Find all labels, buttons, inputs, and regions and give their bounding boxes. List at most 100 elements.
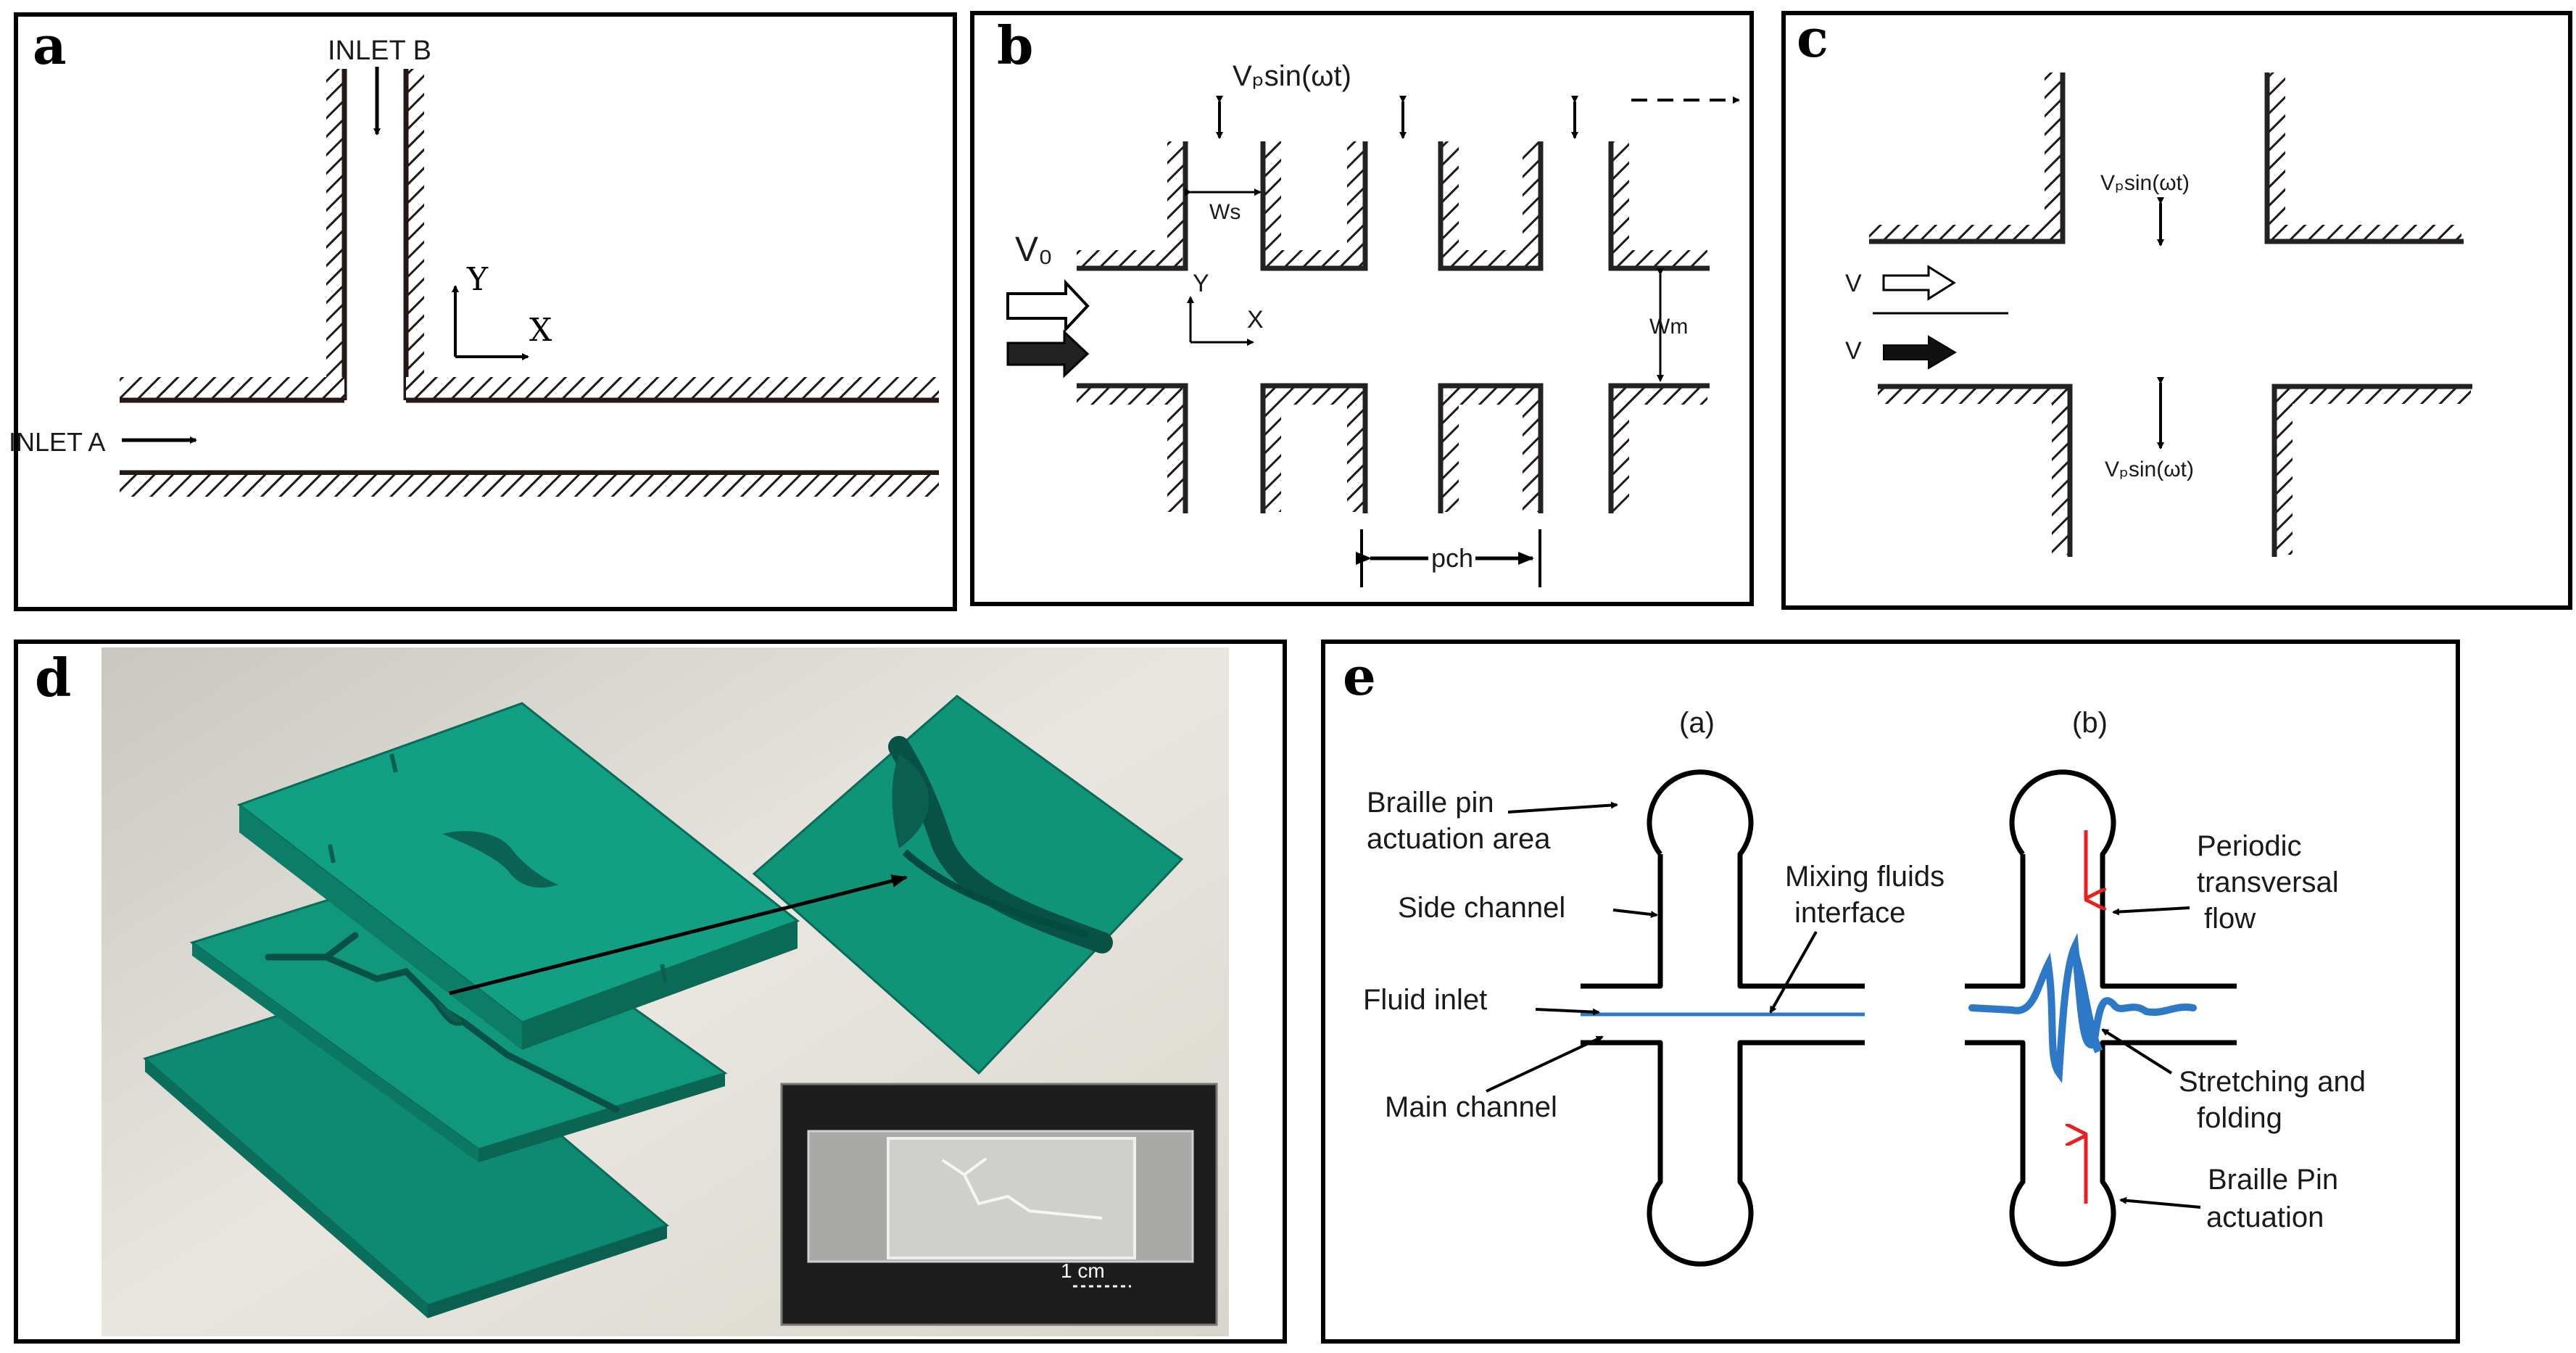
side-channel-label: Side channel (1398, 892, 1565, 924)
c-vsin-bottom-label: Vₚsin(ωt) (2105, 458, 2194, 481)
device-b-fold-extra (2069, 948, 2103, 1054)
panel-c-frame (1781, 11, 2572, 610)
stretch-label-2: folding (2197, 1102, 2282, 1134)
braille-pin-label-1: Braille Pin (2208, 1164, 2338, 1196)
c-bottom-left-wall (1878, 384, 2073, 557)
device-b-outline-bottom (1965, 1040, 2237, 1267)
c-top-left-wall (1869, 73, 2066, 244)
stretch-pointer (2101, 1028, 2173, 1075)
c-top-right-wall-hatch (2269, 73, 2285, 239)
x-axis-label: X (529, 312, 552, 349)
stretch-label-1: Stretching and (2179, 1066, 2366, 1098)
b-bottom-left-wall-hatch (1167, 403, 1185, 512)
c-bottom-left-floor-hatch (1878, 388, 2068, 404)
sub-b-label: (b) (2072, 707, 2108, 739)
side-channel-pointer (1612, 909, 1658, 919)
filled-flow-arrow (1006, 329, 1090, 378)
b-bottom-right-floor-hatch (1613, 387, 1707, 405)
middle-layer-plate (189, 865, 728, 1162)
mixing-label-1: Mixing fluids (1785, 861, 1945, 893)
sub-a-label: (a) (1679, 707, 1715, 739)
open-flow-arrow (1006, 278, 1090, 334)
c-bottom-right-wall (2271, 384, 2472, 557)
y-axis-label: Y (466, 261, 489, 298)
panel-b-letter: b (997, 15, 1033, 76)
b-bottom-right-wall (1608, 383, 1710, 513)
main-channel-label: Main channel (1385, 1091, 1557, 1123)
panel-b: b Vₚsin(ωt) (970, 11, 1754, 606)
panel-e-letter: e (1343, 645, 1376, 707)
c-v-bottom-label: V (1845, 337, 1862, 365)
panel-e-frame (1321, 640, 2460, 1344)
top-layer-plate (236, 702, 800, 1050)
braille-area-pointer (1507, 801, 1618, 814)
ws-label: Ws (1209, 200, 1241, 224)
c-bottom-right-wall-hatch (2277, 402, 2293, 555)
panel-b-frame (970, 11, 1754, 606)
b-top-side-channel-2 (1438, 141, 1544, 271)
b-bottom-right-wall-hatch (1613, 403, 1629, 512)
c-filled-flow-arrow (1883, 335, 1957, 370)
b-top-left-wall (1077, 141, 1188, 271)
periodic-pointer (2112, 906, 2190, 916)
c-top-left-floor-hatch (1869, 225, 2059, 241)
panel-c: c Vₚsin(ωt) Vₚsin(ωt) V V (1781, 7, 2572, 610)
pch-label: pch (1431, 543, 1473, 573)
panel-a-frame (14, 12, 957, 611)
inlet-a-label: INLET A (9, 427, 105, 457)
inlet-b-left-wall-hatch (326, 69, 342, 399)
c-top-right-floor-hatch (2269, 225, 2461, 241)
device-a-outline-bottom (1581, 1040, 1865, 1267)
mixing-label-2: interface (1794, 897, 1905, 929)
panel-c-letter: c (1797, 7, 1829, 69)
b-y-axis-label: Y (1193, 270, 1209, 297)
panel-e: e (a) (b) Braille pin actuation area Sid… (1321, 640, 2460, 1344)
fluid-inlet-pointer (1535, 1008, 1600, 1016)
device-a-outline-top (1581, 769, 1865, 989)
mixing-pointer (1769, 931, 1818, 1014)
b-x-axis-label: X (1247, 306, 1264, 334)
zoom-inset-plate (752, 695, 1184, 1075)
b-top-left-wall-hatch (1167, 141, 1185, 250)
main-top-right-wall-hatch (406, 377, 939, 399)
bottom-layer-plate (143, 981, 670, 1318)
b-top-right-wall (1608, 141, 1710, 271)
periodic-label-1: Periodic (2197, 830, 2302, 862)
c-bottom-right-floor-hatch (2277, 388, 2471, 404)
braille-pin-pointer (2119, 1196, 2201, 1209)
b-bottom-side-channel-1 (1260, 383, 1368, 513)
b-top-side-channel-1 (1260, 141, 1368, 271)
panel-d-letter: d (35, 647, 71, 708)
c-open-flow-arrow (1882, 265, 1956, 301)
scale-label: 1 cm (1061, 1259, 1105, 1282)
vertical-oscillation-arrows (1216, 96, 1578, 139)
c-top-left-wall-hatch (2045, 73, 2061, 239)
main-channel-pointer (1486, 1035, 1604, 1093)
b-top-left-floor-hatch (1077, 250, 1183, 268)
main-top-left-wall-hatch (120, 377, 344, 399)
v0-label: V₀ (1015, 231, 1053, 269)
inlet-b-right-wall-hatch (408, 69, 424, 399)
b-bottom-left-wall (1077, 383, 1188, 513)
c-top-right-wall (2264, 73, 2464, 244)
periodic-label-3: flow (2204, 903, 2256, 935)
c-v-top-label: V (1845, 270, 1862, 297)
inlet-b-label: INLET B (328, 36, 431, 66)
panel-a-letter: a (33, 15, 67, 76)
b-top-right-floor-hatch (1613, 250, 1707, 268)
main-bottom-wall-hatch (120, 475, 939, 497)
c-vsin-top-label: Vₚsin(ωt) (2100, 171, 2190, 195)
b-top-right-wall-hatch (1613, 141, 1629, 250)
panel-d: d (14, 640, 1287, 1344)
device-b-outline-top (1965, 769, 2237, 989)
braille-area-label-2: actuation area (1367, 823, 1551, 855)
c-bottom-left-wall-hatch (2052, 402, 2068, 555)
vsin-label: Vₚsin(ωt) (1233, 60, 1351, 92)
b-bottom-left-floor-hatch (1077, 387, 1183, 405)
braille-area-label-1: Braille pin (1367, 787, 1494, 819)
b-bottom-side-channel-2 (1438, 383, 1544, 513)
periodic-label-2: transversal (2197, 866, 2339, 898)
fluid-inlet-label: Fluid inlet (1363, 984, 1487, 1016)
panel-a: a INLET B INLET A Y X (9, 12, 957, 611)
